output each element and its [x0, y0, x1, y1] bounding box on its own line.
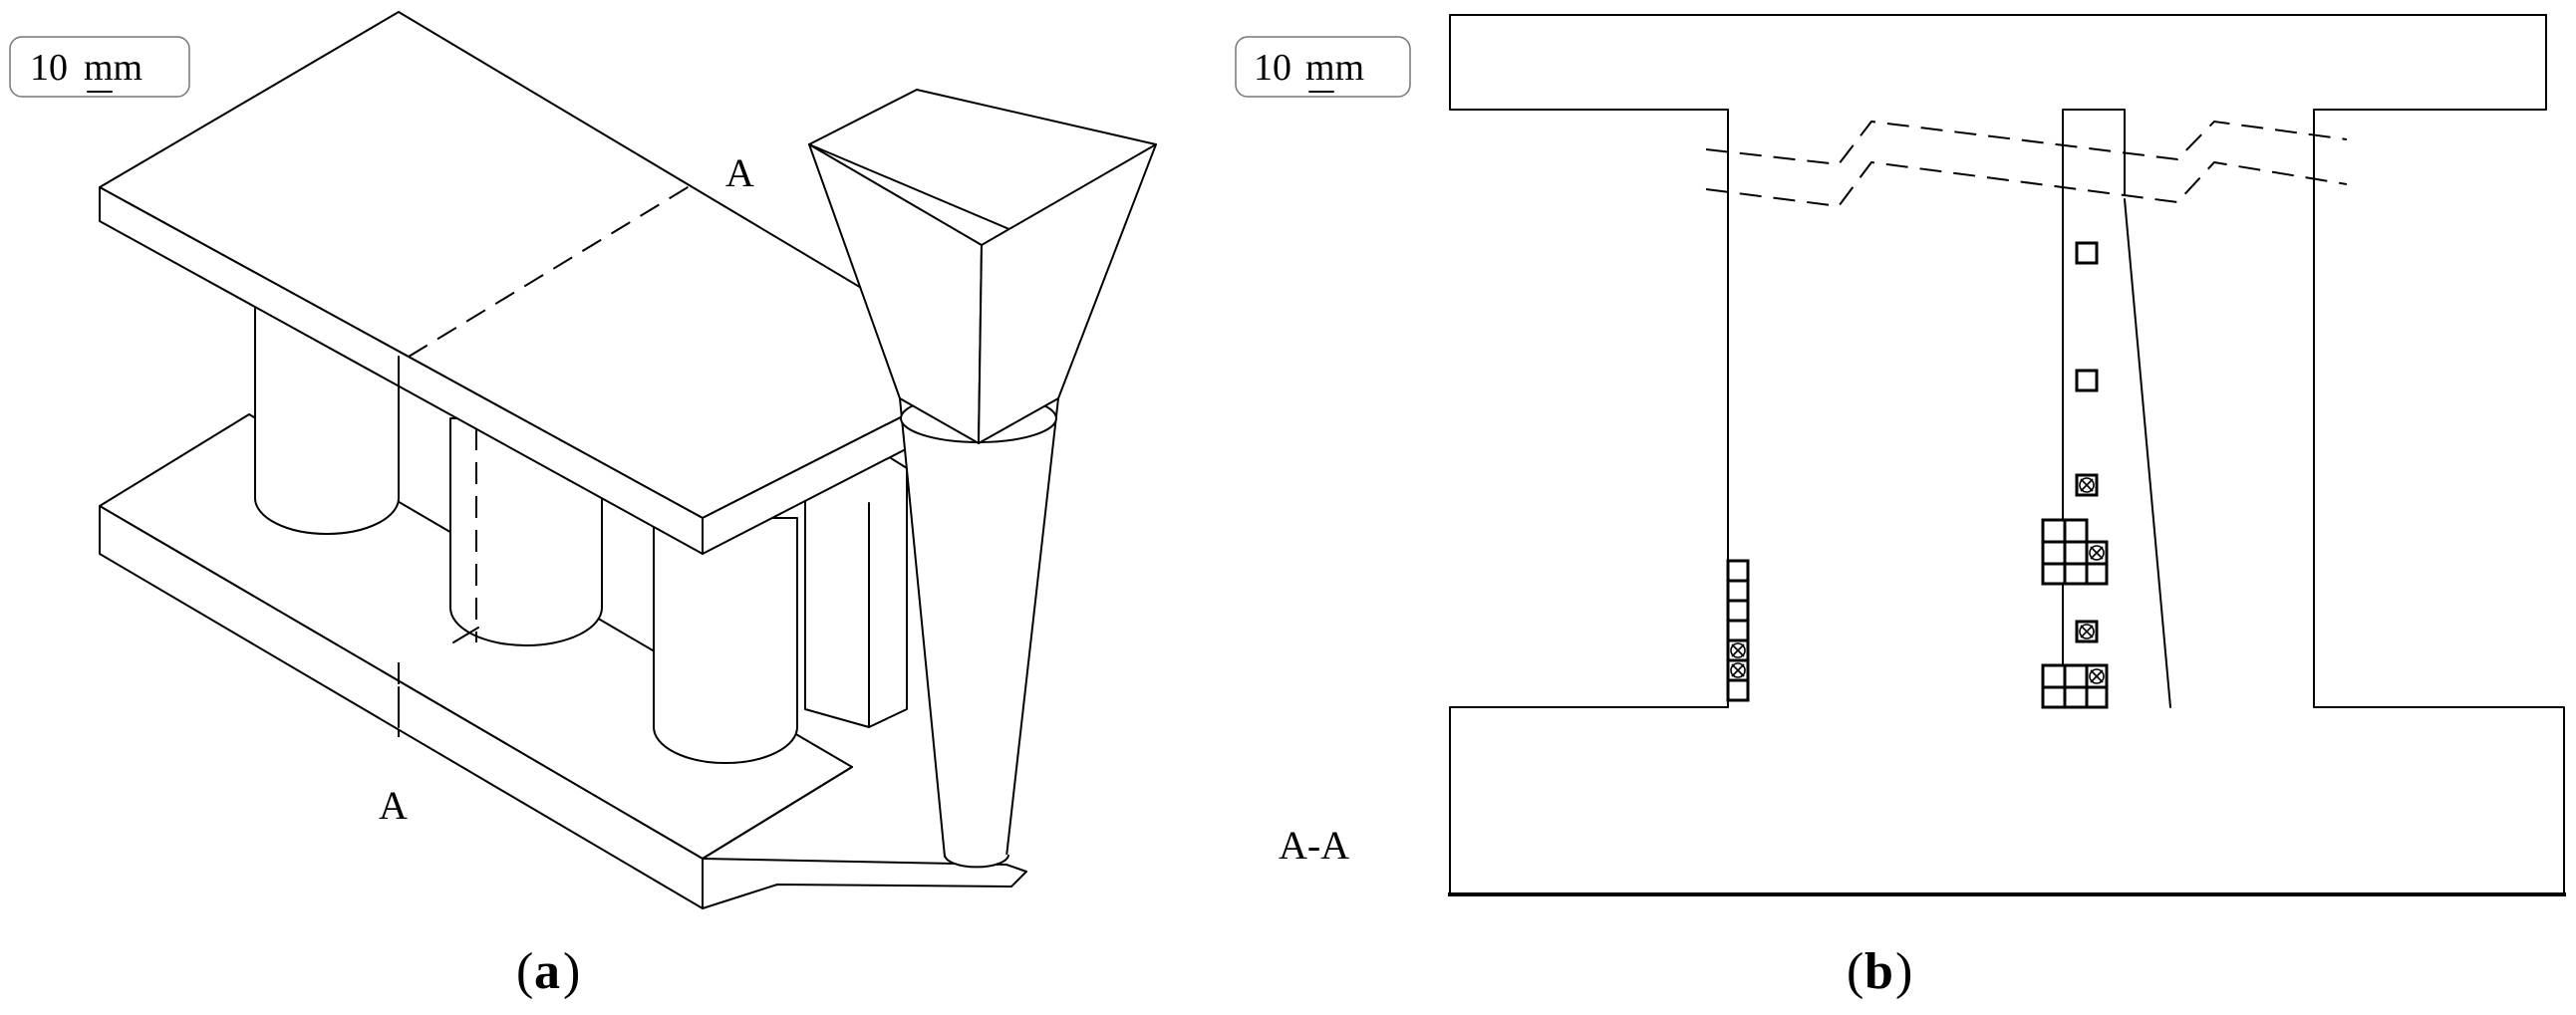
scale-bar-value: 10 — [30, 47, 68, 89]
scale-bar-a: 10 mm — [9, 36, 190, 98]
sprue — [899, 393, 1059, 869]
marker-square — [2063, 540, 2089, 566]
runner-plate-face — [702, 858, 1027, 909]
section-mark-bottom: A — [379, 783, 408, 828]
marker-cross-line — [2090, 669, 2104, 683]
marker-cross-line — [2080, 625, 2094, 638]
marker-square — [1726, 599, 1750, 623]
section-line-top — [408, 180, 699, 358]
section-outline — [1449, 14, 2565, 895]
marker-square — [2041, 518, 2067, 544]
caption-a-close: ) — [563, 943, 580, 1000]
caption-a-letter: a — [534, 943, 560, 1000]
marker-square — [2063, 685, 2089, 709]
marker-square — [2085, 685, 2109, 709]
caption-b-open: ( — [1847, 943, 1863, 1000]
marker-cross-circle — [2089, 668, 2105, 684]
inner-pillar — [2062, 109, 2171, 708]
marker-square — [2075, 369, 2099, 392]
scale-bar-unit: mm — [1305, 47, 1364, 89]
marker-cross-line — [2090, 546, 2104, 560]
panel-a-isometric-view: 10 mm — [9, 11, 1157, 1000]
sprue-body — [899, 397, 1059, 858]
top-plate — [99, 11, 998, 555]
caption-a: ( a ) — [516, 943, 580, 1000]
section-tick-joint — [452, 627, 479, 643]
section-label: A-A — [1279, 823, 1349, 868]
marker-square — [1726, 619, 1750, 642]
marker-cross-circle — [2079, 624, 2095, 639]
marker-cross-circle — [2089, 545, 2105, 561]
marker-cross-line — [1731, 643, 1745, 657]
scale-bar-unit: mm — [84, 47, 143, 89]
marker-cross-line — [2080, 478, 2094, 492]
caption-b-letter: b — [1864, 943, 1893, 1000]
caption-b: ( b ) — [1847, 943, 1912, 1000]
marker-square — [2075, 241, 2099, 265]
marker-square — [2063, 562, 2089, 586]
marker-square — [1726, 559, 1750, 583]
marker-cross-line — [1731, 663, 1745, 677]
scale-bar-frame — [9, 36, 190, 98]
left-wall-markers — [1726, 559, 1750, 702]
section-mark-top: A — [725, 150, 754, 195]
caption-a-open: ( — [516, 943, 533, 1000]
runner-edge — [702, 766, 853, 860]
panel-b-section-view: 10 mm — [1235, 14, 2566, 1000]
pillar-markers — [2041, 241, 2109, 709]
sprue-bottom-cap — [944, 854, 1009, 869]
break-line-upper — [1705, 120, 2348, 166]
marker-square — [1726, 678, 1750, 702]
marker-cross-circle — [1730, 662, 1746, 678]
marker-square — [2041, 540, 2067, 566]
marker-square — [2063, 663, 2089, 689]
marker-square — [2041, 663, 2067, 689]
marker-square — [1726, 579, 1750, 603]
marker-square — [2063, 518, 2089, 544]
funnel-right-face — [978, 143, 1157, 444]
caption-b-close: ) — [1895, 943, 1912, 1000]
scale-bar-value: 10 — [1254, 47, 1291, 89]
scale-bar-b: 10 mm — [1235, 36, 1411, 98]
marker-square — [2041, 685, 2067, 709]
pouring-funnel — [808, 89, 1157, 444]
marker-cross-circle — [2079, 477, 2095, 493]
marker-square — [2041, 562, 2067, 586]
cylinder-front-right — [653, 517, 798, 764]
break-line-lower — [1705, 160, 2348, 208]
marker-square — [2085, 562, 2109, 586]
runner-plate — [702, 766, 1027, 909]
marker-cross-circle — [1730, 642, 1746, 658]
scale-bar-frame — [1235, 36, 1411, 98]
cylinder-front-right-body — [653, 517, 798, 764]
